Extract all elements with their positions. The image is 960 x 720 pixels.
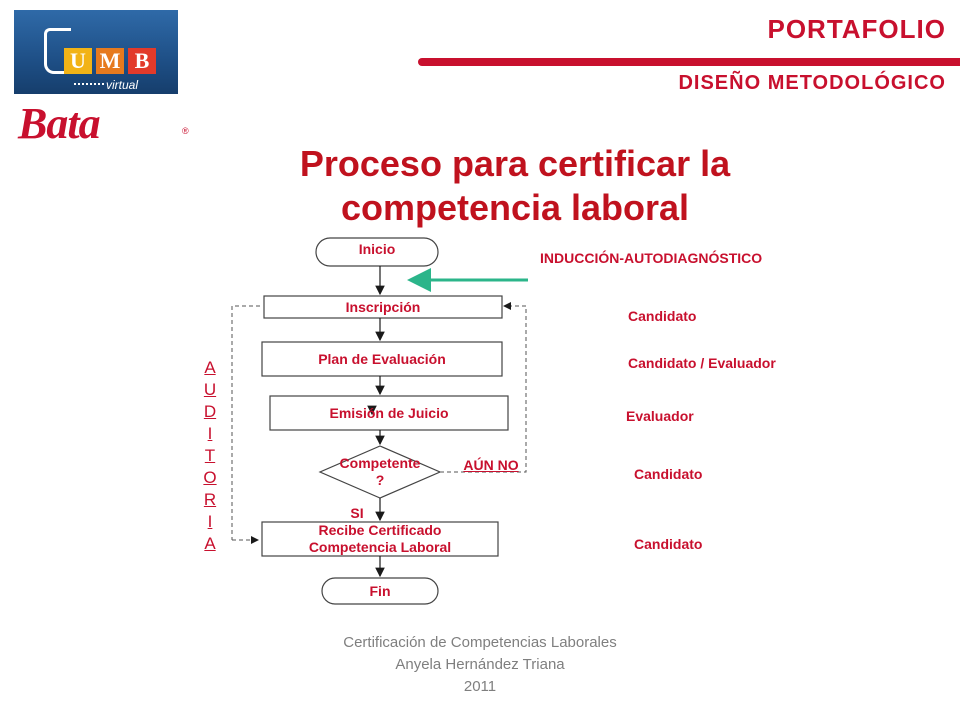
inscripcion-label: Inscripción — [345, 298, 421, 315]
recibe-label-line-2: Competencia Laboral — [308, 539, 452, 555]
plan-label: Plan de Evaluación — [318, 350, 446, 367]
role-emision: Evaluador — [626, 408, 694, 424]
bata-wordmark: Bata — [18, 99, 101, 148]
umb-virtual-label: virtual — [106, 78, 139, 92]
bata-registered-mark: ® — [182, 126, 189, 136]
inscripcion-box — [263, 295, 503, 319]
emision-box — [269, 395, 509, 431]
yes-label: SI — [350, 504, 364, 521]
bata-logo: Bata ® — [18, 98, 189, 148]
emision-label: Emisión de Juicio — [329, 404, 449, 421]
footer-line-2: Anyela Hernández Triana — [395, 656, 565, 673]
role-inscripcion: Candidato — [628, 308, 697, 324]
end-terminal — [321, 577, 439, 605]
footer: Certificación de Competencias Laborales … — [280, 632, 680, 698]
umb-logo-frame — [44, 28, 71, 74]
header-divider — [418, 58, 960, 66]
auditoria-letter: O — [203, 468, 217, 487]
start-terminal — [315, 237, 439, 267]
no-label: AÚN NO — [463, 456, 519, 473]
recibe-label: Recibe Certificado Competencia Laboral — [262, 522, 498, 556]
page-title-line-2: competencia laboral — [340, 187, 690, 228]
decision-label-line-2: ? — [375, 472, 385, 488]
auditoria-letter: U — [203, 380, 217, 399]
auditoria-letter: I — [207, 512, 213, 531]
recibe-label-line-1: Recibe Certificado — [318, 522, 442, 538]
auditoria-letter: D — [203, 402, 217, 421]
start-label: Inicio — [358, 240, 396, 257]
footer-line-3: 2011 — [463, 678, 497, 695]
role-plan: Candidato / Evaluador — [628, 355, 776, 371]
end-label: Fin — [369, 582, 391, 599]
plan-box — [261, 341, 503, 377]
role-decision: Candidato — [634, 466, 703, 482]
recibe-box — [261, 521, 499, 557]
page-title: Proceso para certificar la competencia l… — [200, 142, 830, 230]
page-title-line-1: Proceso para certificar la — [299, 143, 731, 184]
footer-line-1: Certificación de Competencias Laborales — [343, 634, 617, 651]
auditoria-letter: A — [204, 534, 216, 553]
auditoria-letter: A — [204, 358, 216, 377]
decision-label-line-1: Competente — [339, 455, 421, 471]
auditoria-letter: R — [203, 490, 217, 509]
header-subtitle: DISEÑO METODOLÓGICO — [678, 72, 946, 94]
auditoria-letter: I — [207, 424, 213, 443]
umb-letter-u: U — [64, 48, 92, 74]
induccion-label: INDUCCIÓN-AUTODIAGNÓSTICO — [540, 250, 763, 266]
role-recibe: Candidato — [634, 536, 703, 552]
umb-virtual-logo: U M B virtual — [14, 10, 178, 94]
auditoria-letter: T — [204, 446, 216, 465]
umb-logo-dots — [74, 83, 104, 85]
umb-letter-m: M — [96, 48, 124, 74]
umb-letter-b: B — [128, 48, 156, 74]
decision-label: Competente ? — [318, 452, 442, 492]
header-title: PORTAFOLIO — [767, 14, 946, 44]
